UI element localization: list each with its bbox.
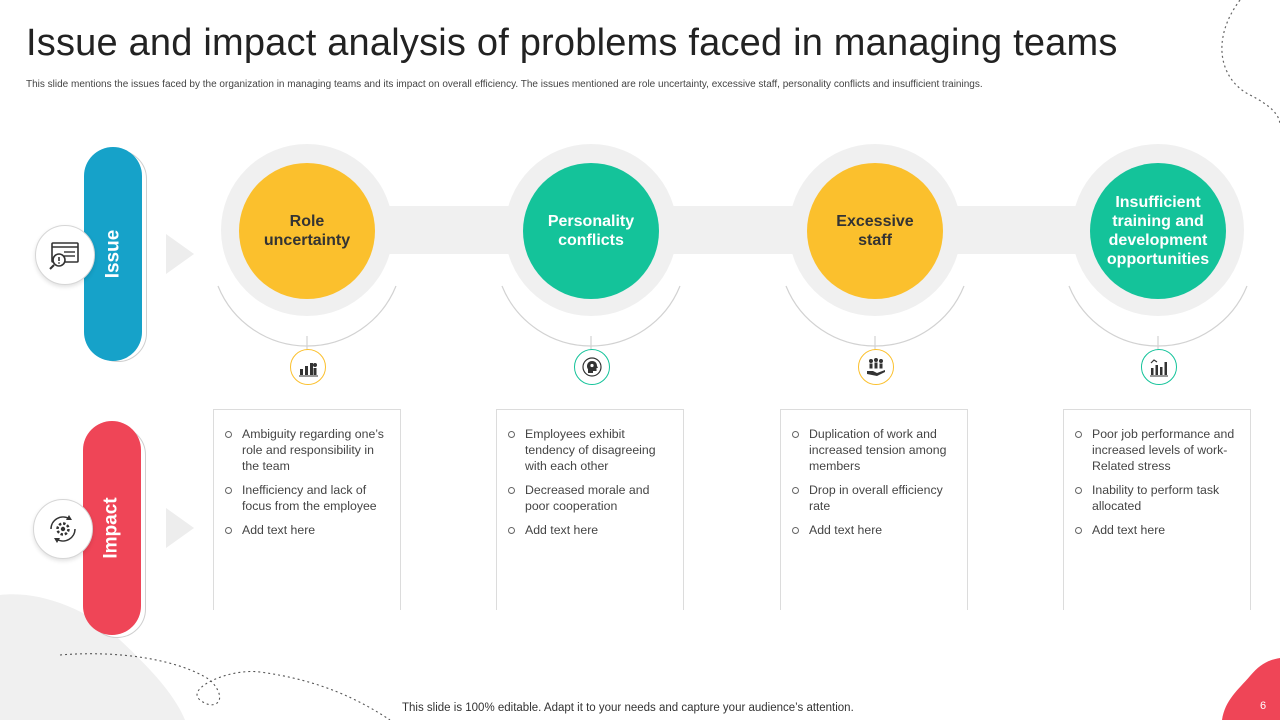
impact-card-3: Duplication of work and increased tensio… — [780, 409, 968, 610]
issue-label-4: Insufficient training and development op… — [1106, 194, 1210, 268]
head-gear-icon — [582, 357, 602, 377]
impact-item: Add text here — [224, 522, 390, 538]
impact-item: Add text here — [507, 522, 673, 538]
hand-people-icon — [867, 358, 885, 376]
issue-label-2: Personality conflicts — [547, 213, 635, 249]
impact-item: Decreased morale and poor cooperation — [507, 482, 673, 514]
impact-item: Ambiguity regarding one’s role and respo… — [224, 426, 390, 474]
small-icon-circle-2 — [574, 349, 610, 385]
issue-circle-excessive-staff: Excessive staff — [807, 163, 943, 299]
impact-card-2: Employees exhibit tendency of disagreein… — [496, 409, 684, 610]
impact-item: Inability to perform task allocated — [1074, 482, 1240, 514]
footer-note: This slide is 100% editable. Adapt it to… — [402, 702, 854, 714]
impact-item: Add text here — [1074, 522, 1240, 538]
small-icon-circle-4 — [1141, 349, 1177, 385]
impact-item: Duplication of work and increased tensio… — [791, 426, 957, 474]
issue-label-3: Excessive staff — [836, 213, 914, 249]
impact-item: Inefficiency and lack of focus from the … — [224, 482, 390, 514]
small-icon-circle-1 — [290, 349, 326, 385]
issue-icon-circle — [35, 225, 95, 285]
gear-cycle-icon — [50, 515, 76, 543]
people-chart-icon — [299, 363, 318, 377]
issue-label-1: Role uncertainty — [263, 213, 351, 249]
browser-search-icon — [49, 242, 79, 270]
impact-label: Impact — [101, 497, 122, 559]
impact-icon-circle — [33, 499, 93, 559]
impact-item: Employees exhibit tendency of disagreein… — [507, 426, 673, 474]
impact-item: Poor job performance and increased level… — [1074, 426, 1240, 474]
impact-item: Drop in overall efficiency rate — [791, 482, 957, 514]
impact-card-1: Ambiguity regarding one’s role and respo… — [213, 409, 401, 610]
page-number: 6 — [1260, 700, 1267, 712]
bar-chart-icon — [1150, 359, 1168, 377]
impact-arrow — [166, 508, 194, 548]
issue-circle-personality-conflicts: Personality conflicts — [523, 163, 659, 299]
small-icon-circle-3 — [858, 349, 894, 385]
impact-item: Add text here — [791, 522, 957, 538]
issue-circle-insufficient-training: Insufficient training and development op… — [1090, 163, 1226, 299]
issue-circle-role-uncertainty: Role uncertainty — [239, 163, 375, 299]
page-title: Issue and impact analysis of problems fa… — [26, 22, 1118, 64]
page-subtitle: This slide mentions the issues faced by … — [26, 79, 983, 90]
issue-label: Issue — [102, 229, 123, 279]
issue-arrow — [166, 234, 194, 274]
impact-card-4: Poor job performance and increased level… — [1063, 409, 1251, 610]
